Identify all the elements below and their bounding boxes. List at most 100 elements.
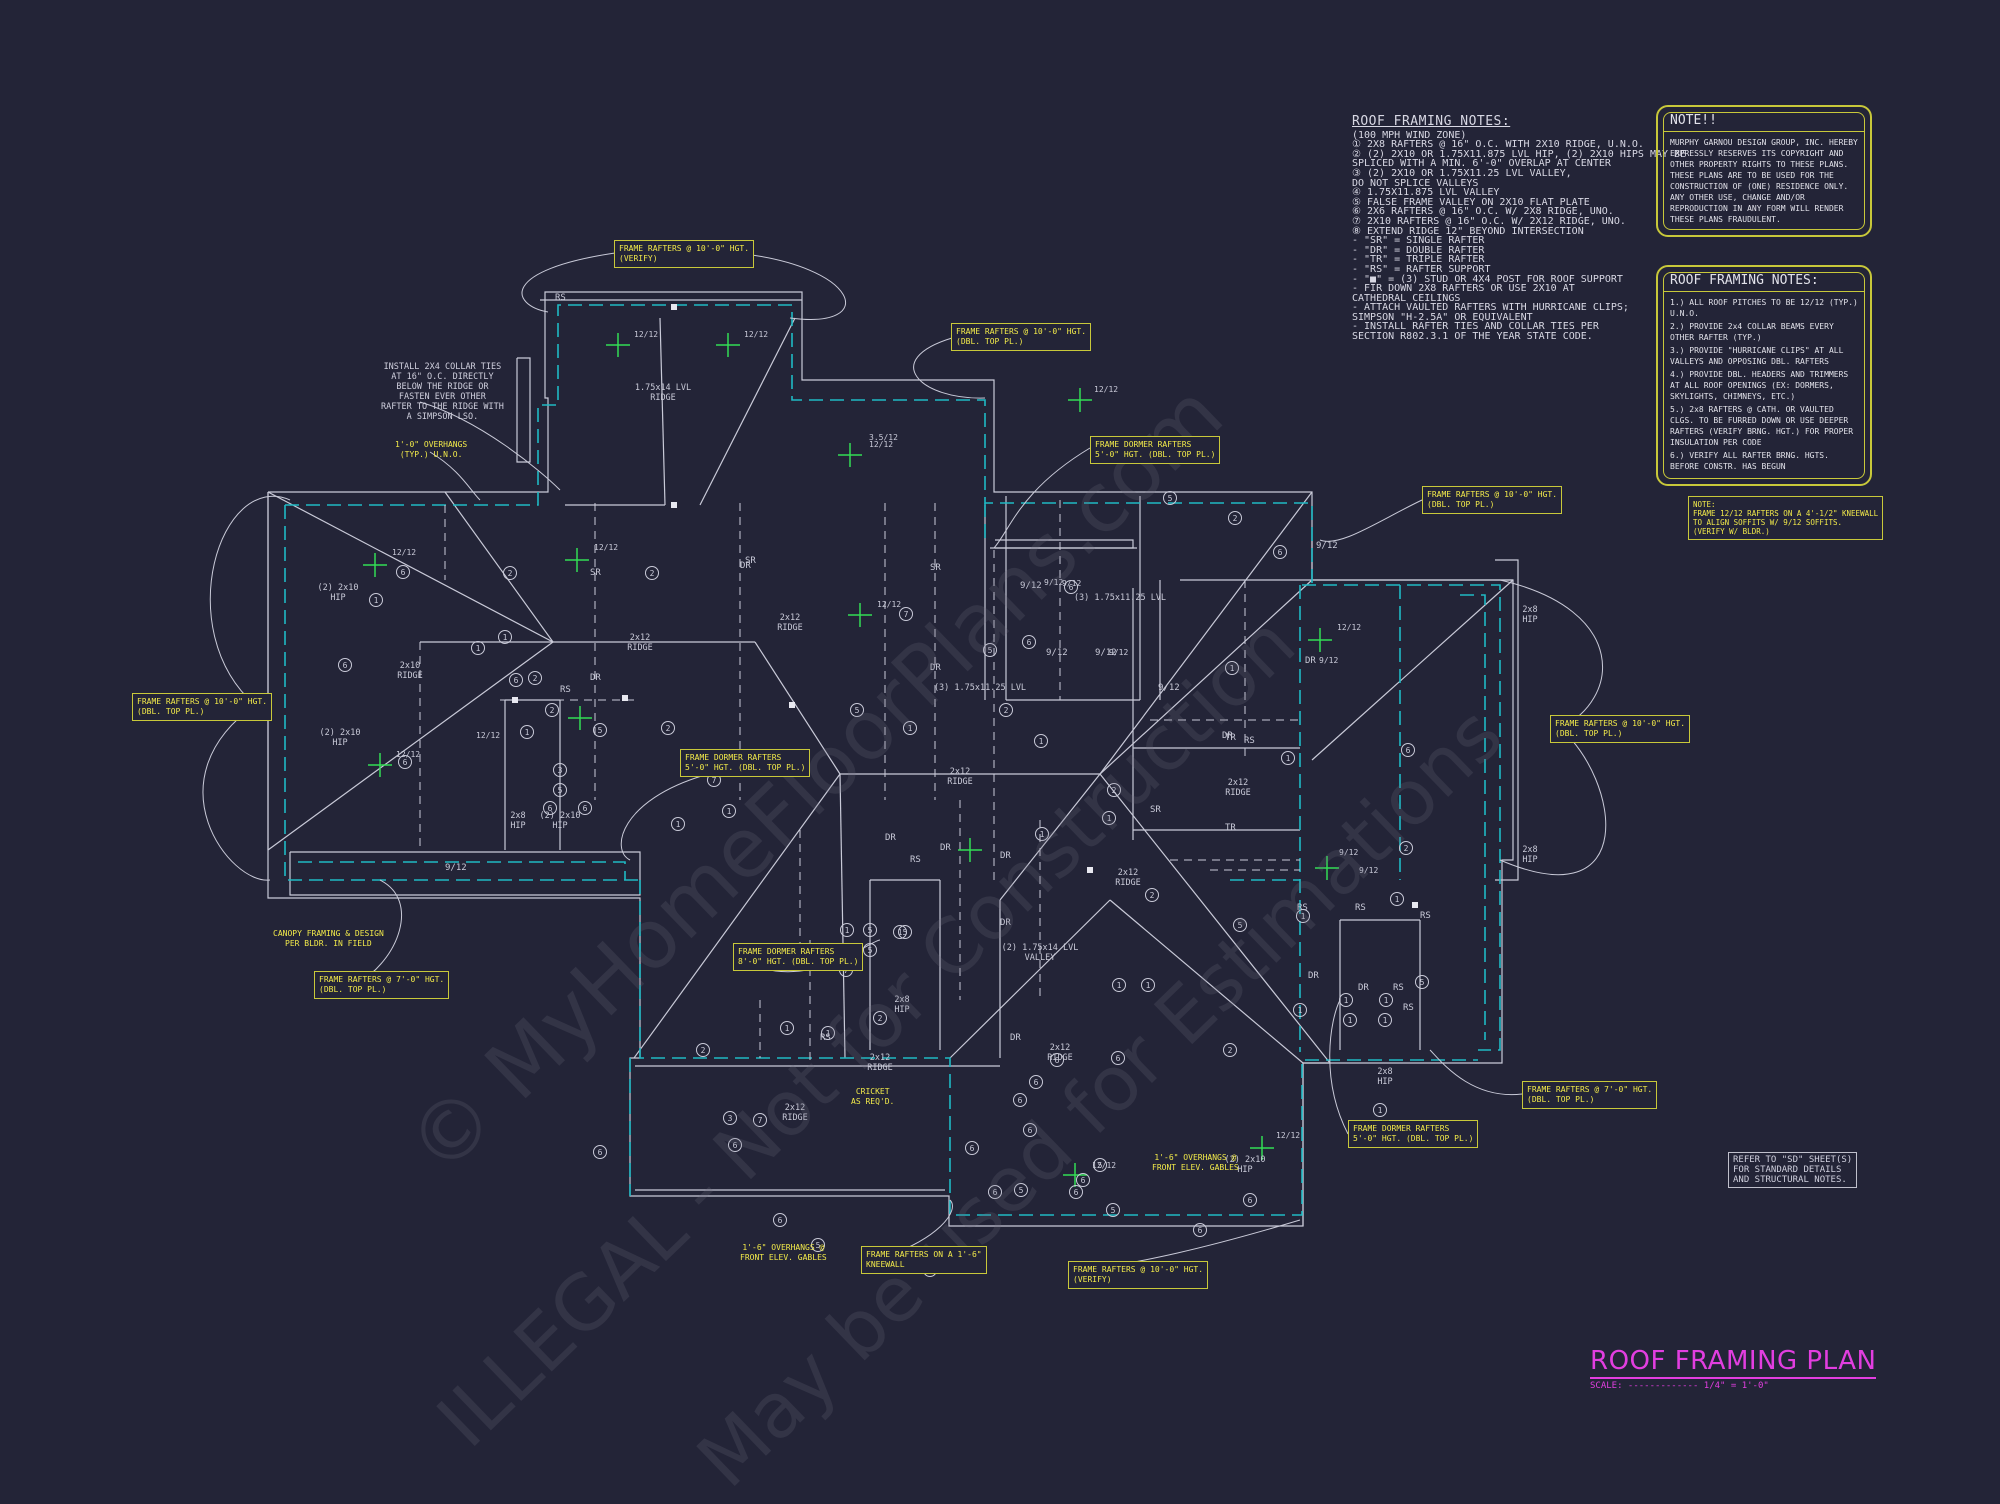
member-label: 2x12	[950, 767, 970, 777]
pitch-marker	[368, 753, 392, 777]
tag-number: 6	[1027, 638, 1032, 647]
leader-17	[429, 451, 481, 501]
tag-number: 2	[1150, 891, 1155, 900]
leader-12	[1429, 1049, 1523, 1096]
tag-circle	[671, 817, 685, 831]
tag-number: 7	[758, 1116, 763, 1125]
overhang-note-typical: 1'-0" OVERHANGS (TYP.) U.N.O.	[395, 440, 468, 459]
pitch-value: 9/12	[1359, 866, 1378, 875]
framing-member-20	[699, 317, 796, 506]
member-label: 2x12	[785, 1103, 805, 1113]
tag-circle	[1281, 751, 1295, 765]
plan-label: SR	[1150, 805, 1161, 815]
tag-circle	[850, 703, 864, 717]
tag-circle	[1145, 888, 1159, 902]
tag-number: 1	[676, 820, 681, 829]
tag-circle	[1111, 1051, 1125, 1065]
tag-number: 1	[1146, 981, 1151, 990]
member-label: (2) 1.75x14 LVL	[1002, 943, 1079, 953]
tag-number: 5	[903, 928, 908, 937]
tag-circle	[1112, 978, 1126, 992]
tag-circle	[1022, 635, 1036, 649]
tag-number: 6	[1055, 1056, 1060, 1065]
roof-edge-11	[1495, 559, 1519, 881]
member-label: (2) 2x10	[318, 583, 359, 593]
callout-rafters-10ft-north: FRAME RAFTERS @ 10'-0" HGT. (DBL. TOP PL…	[951, 323, 1092, 351]
plan-label: RS	[910, 855, 921, 865]
tag-number: 2	[701, 1046, 706, 1055]
tag-circle	[728, 1138, 742, 1152]
pitch-value: 12/12	[396, 750, 420, 759]
framing-note-item: ⑥ 2x6 RAFTERS @ 16" O.C. W/ 2x8 RIDGE, U…	[1352, 206, 1614, 218]
roof-framing-notes-panel: ROOF FRAMING NOTES: (100 MPH WIND ZONE)①…	[1352, 115, 1687, 342]
framing-note-item: CATHEDRAL CEILINGS	[1352, 292, 1461, 304]
pitch-marker	[1308, 628, 1332, 652]
tag-circle	[471, 641, 485, 655]
leader-8	[1499, 727, 1607, 875]
tag-number: 6	[401, 568, 406, 577]
pitch-note: 9/12	[1158, 683, 1180, 693]
tag-circle	[1378, 1013, 1392, 1027]
leader-16	[419, 401, 561, 491]
pitch-note: 9/12	[445, 863, 467, 873]
tag-circle	[553, 763, 567, 777]
top-plate-3	[1302, 584, 1501, 1051]
framing-member-1	[267, 641, 554, 851]
tag-circle	[723, 1111, 737, 1125]
member-label: RIDGE	[650, 393, 676, 403]
tag-number: 5	[1420, 978, 1425, 987]
top-plate-6	[639, 880, 1478, 1216]
callout-leaders	[202, 252, 1607, 1275]
roof-support-post	[789, 702, 795, 708]
member-label: HIP	[1522, 855, 1537, 865]
tag-circle	[1069, 1185, 1083, 1199]
tag-circle	[983, 643, 997, 657]
callout-dormer-5ft-north: FRAME DORMER RAFTERS 5'-0" HGT. (DBL. TO…	[1090, 436, 1221, 464]
tag-number: 1	[1301, 912, 1306, 921]
tag-circle	[773, 1213, 787, 1227]
plan-label: SR	[590, 568, 601, 578]
tag-number: 6	[1278, 548, 1283, 557]
tag-number: 2	[1004, 706, 1009, 715]
framing-note-item: ⑤ FALSE FRAME VALLEY ON 2x10 FLAT PLATE	[1352, 196, 1590, 208]
framing-note-item: - INSTALL RAFTER TIES AND COLLAR TIES PE…	[1352, 321, 1599, 333]
plan-label: RS	[1403, 1003, 1414, 1013]
top-plate-9	[1460, 594, 1486, 1040]
plan-label: DR	[885, 833, 896, 843]
member-label: 2x12	[870, 1053, 890, 1063]
leader-9	[620, 774, 706, 861]
plan-label: DR	[590, 673, 601, 683]
roof-support-post	[671, 304, 677, 310]
tag-number: 5	[1111, 1206, 1116, 1215]
tag-number: 7	[712, 776, 717, 785]
pitch-note: 9/12	[1095, 648, 1117, 658]
member-label: (2) 2x10	[1225, 1155, 1266, 1165]
tag-number: 2	[666, 724, 671, 733]
framing-note-item: ② (2) 2x10 OR 1.75x11.875 LVL HIP, (2) 2…	[1352, 148, 1687, 160]
tag-number: 1	[1039, 737, 1044, 746]
tag-circle	[1273, 545, 1287, 559]
plan-label: TR	[1225, 733, 1236, 743]
plan-label: TR	[1225, 823, 1236, 833]
tag-number: 1	[727, 807, 732, 816]
tag-number: 1	[476, 644, 481, 653]
drawing-scale: SCALE: ------------- 1/4" = 1'-0"	[1590, 1381, 1769, 1391]
tag-circle	[528, 671, 542, 685]
leader-3	[993, 447, 1091, 549]
tag-circle	[863, 923, 877, 937]
tag-number: 6	[1116, 1054, 1121, 1063]
pitch-value: 12/12	[877, 600, 901, 609]
tag-circle	[1233, 918, 1247, 932]
tag-number: 1	[1286, 754, 1291, 763]
roof-support-post	[1412, 902, 1418, 908]
tag-circle	[1399, 841, 1413, 855]
tag-circle	[1390, 892, 1404, 906]
tag-circle	[780, 1021, 794, 1035]
pitch-marker	[1068, 388, 1092, 412]
member-label: 2x8	[1522, 605, 1537, 615]
framing-note-item: - "DR" = DOUBLE RAFTER	[1352, 244, 1485, 256]
plan-label: DR	[1000, 918, 1011, 928]
framing-note-item: - "RS" = RAFTER SUPPORT	[1352, 263, 1491, 275]
general-note-item: 5.) 2x8 RAFTERS @ CATH. OR VAULTED CLGS.…	[1670, 405, 1854, 447]
tag-circle	[1193, 1223, 1207, 1237]
